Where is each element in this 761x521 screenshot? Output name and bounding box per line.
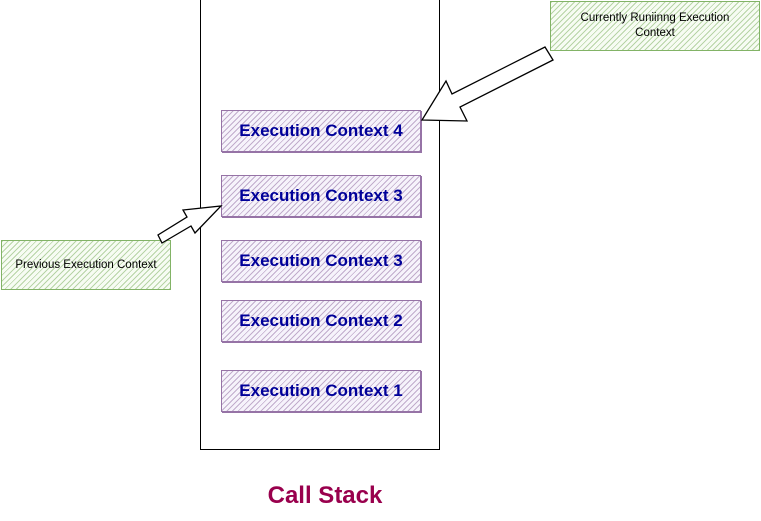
current-context-note: Currently Runiinng Execution Context <box>550 1 760 51</box>
execution-context-label: Execution Context 1 <box>239 381 403 400</box>
previous-context-note-label: Previous Execution Context <box>15 258 157 271</box>
current-context-note-label: Currently Runiinng Execution Context <box>580 12 730 39</box>
execution-context-box: Execution Context 1 <box>221 370 421 412</box>
execution-context-box: Execution Context 4 <box>221 110 421 152</box>
call-stack-title: Call Stack <box>267 482 383 509</box>
execution-context-label: Execution Context 2 <box>239 311 403 330</box>
execution-context-box: Execution Context 2 <box>221 300 421 342</box>
execution-context-label: Execution Context 4 <box>239 121 403 140</box>
previous-context-note: Previous Execution Context <box>1 240 171 290</box>
previous-context-arrow <box>157 205 223 244</box>
execution-context-box: Execution Context 3 <box>221 240 421 282</box>
execution-context-label: Execution Context 3 <box>239 251 403 270</box>
current-context-arrow <box>420 46 554 122</box>
execution-context-label: Execution Context 3 <box>239 186 403 205</box>
execution-context-box: Execution Context 3 <box>221 175 421 217</box>
